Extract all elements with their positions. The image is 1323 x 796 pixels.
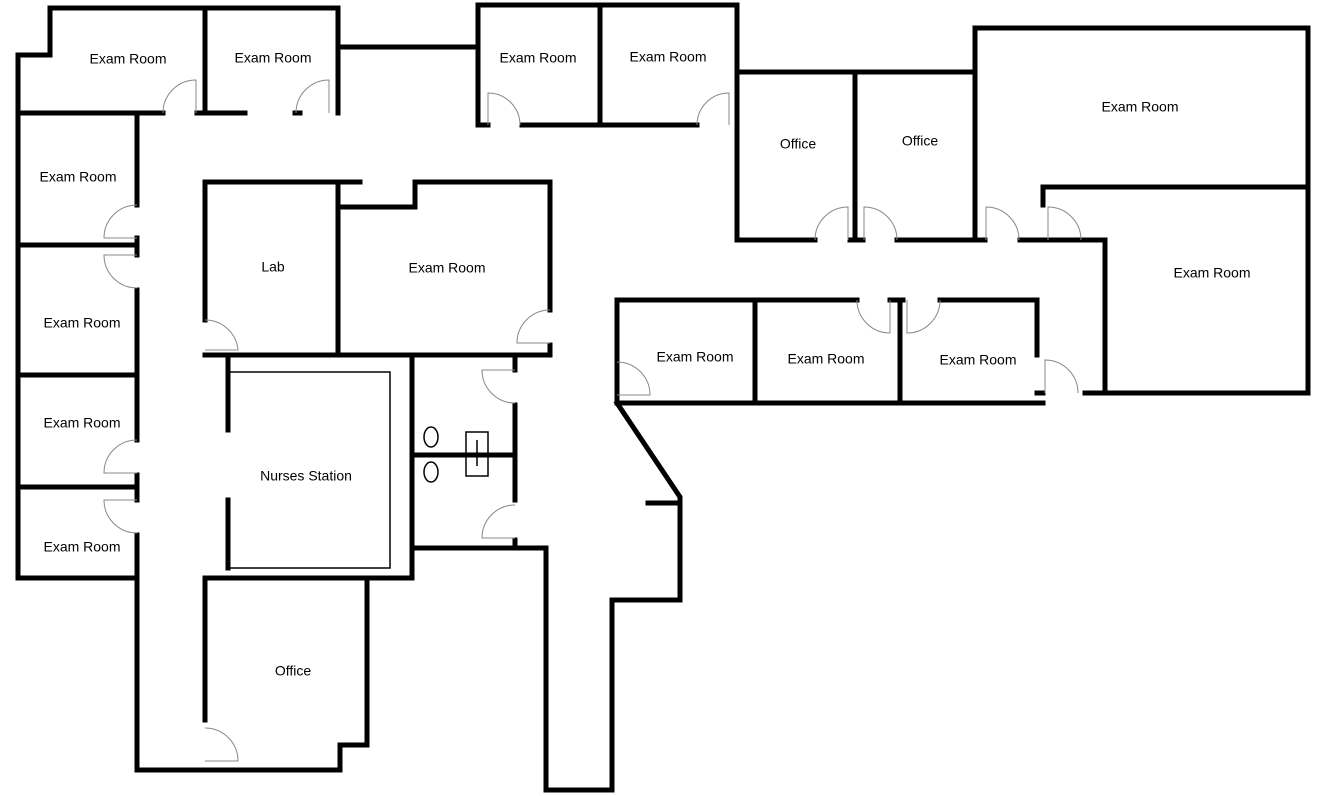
- room-label: Exam Room: [43, 415, 120, 431]
- room-label: Exam Room: [787, 351, 864, 367]
- room-label: Exam Room: [408, 260, 485, 276]
- room-label: Exam Room: [43, 315, 120, 331]
- doors: [103, 79, 1082, 762]
- room-label: Exam Room: [656, 349, 733, 365]
- room-label: Lab: [261, 259, 285, 275]
- room-label: Exam Room: [43, 539, 120, 555]
- room-label: Exam Room: [499, 50, 576, 66]
- room-labels: Exam Room Exam Room Exam Room Exam Room …: [39, 49, 1250, 679]
- toilet-icon: [423, 426, 439, 448]
- room-label: Exam Room: [1101, 99, 1178, 115]
- room-label: Office: [275, 663, 312, 679]
- room-label: Nurses Station: [260, 468, 352, 484]
- room-label: Exam Room: [234, 50, 311, 66]
- walls: [15, 2, 1311, 793]
- room-label: Exam Room: [939, 352, 1016, 368]
- room-label: Exam Room: [39, 169, 116, 185]
- room-label: Exam Room: [1173, 265, 1250, 281]
- sink-icon: [465, 431, 489, 477]
- room-label: Exam Room: [89, 51, 166, 67]
- room-label: Office: [902, 133, 939, 149]
- room-label: Exam Room: [629, 49, 706, 65]
- room-label: Office: [780, 136, 817, 152]
- fixtures: [423, 426, 489, 483]
- toilet-icon: [423, 461, 439, 483]
